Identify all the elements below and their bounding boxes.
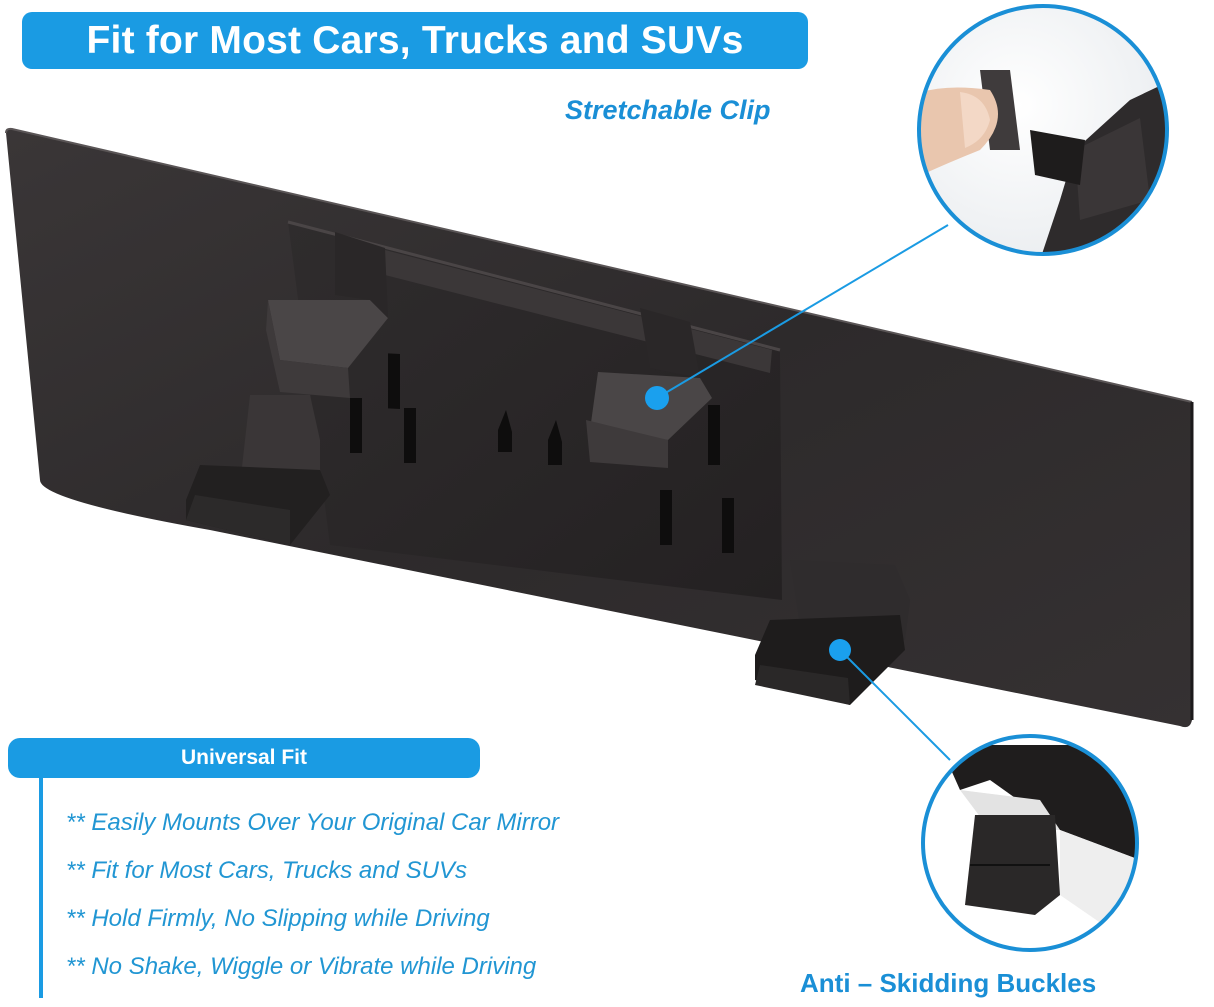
stretchable-clip-label: Stretchable Clip xyxy=(565,95,771,125)
anti-skidding-label: Anti – Skidding Buckles xyxy=(800,968,1097,998)
stretchable-clip-callout xyxy=(645,224,949,410)
stretchable-clip-zoom-circle xyxy=(917,4,1169,256)
anti-skidding-callout xyxy=(829,639,951,761)
list-item: ** Hold Firmly, No Slipping while Drivin… xyxy=(66,905,490,932)
universal-fit-header: Universal Fit xyxy=(8,738,480,778)
callout-dot-icon xyxy=(645,386,669,410)
lower-right-buckle xyxy=(755,560,910,705)
anti-skidding-zoom-circle xyxy=(921,734,1139,952)
universal-fit-list: ** Easily Mounts Over Your Original Car … xyxy=(66,805,559,997)
lower-left-buckle xyxy=(186,395,330,545)
callout-dot-icon xyxy=(829,639,851,661)
list-item: ** No Shake, Wiggle or Vibrate while Dri… xyxy=(66,953,537,980)
upper-left-clip xyxy=(266,232,388,398)
title-banner: Fit for Most Cars, Trucks and SUVs xyxy=(22,12,808,69)
list-item: ** Fit for Most Cars, Trucks and SUVs xyxy=(66,857,467,884)
universal-fit-divider xyxy=(39,776,43,998)
list-item: ** Easily Mounts Over Your Original Car … xyxy=(66,809,560,836)
